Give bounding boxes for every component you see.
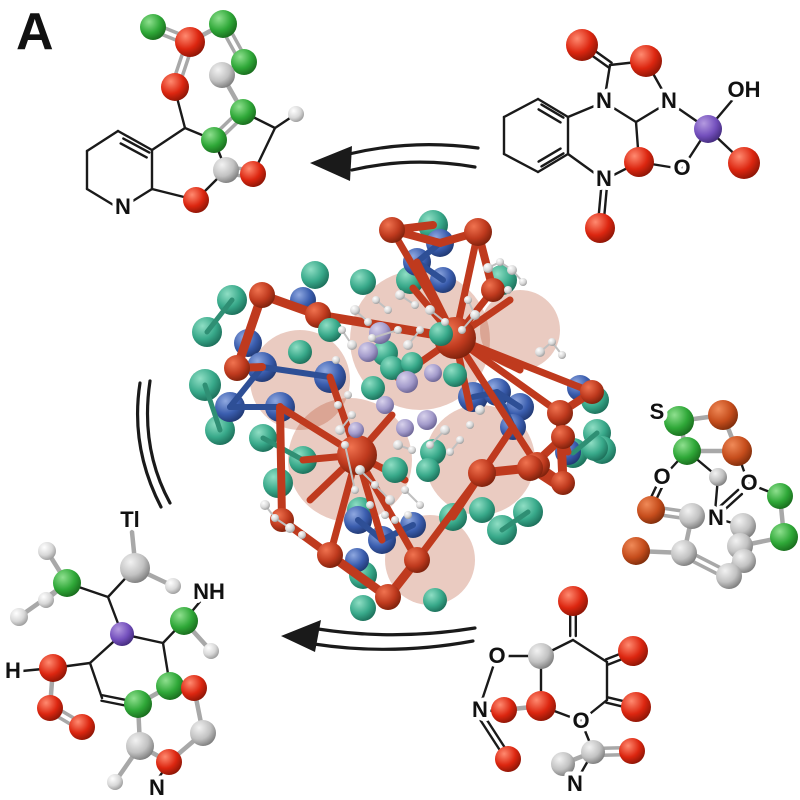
svg-text:N: N: [567, 771, 583, 796]
svg-text:H: H: [5, 658, 21, 683]
svg-text:O: O: [572, 708, 589, 733]
svg-text:Tl: Tl: [120, 507, 140, 532]
svg-text:OH: OH: [728, 77, 761, 102]
svg-text:O: O: [653, 464, 670, 489]
svg-text:N: N: [661, 88, 677, 113]
svg-text:N: N: [596, 166, 612, 191]
svg-text:OH: OH: [728, 77, 761, 102]
svg-text:N: N: [596, 166, 612, 191]
svg-text:N: N: [708, 505, 724, 530]
svg-text:N: N: [708, 505, 724, 530]
svg-text:S: S: [650, 399, 665, 424]
svg-text:O: O: [673, 155, 690, 180]
svg-text:NH: NH: [193, 579, 225, 604]
svg-text:O: O: [653, 464, 670, 489]
svg-text:O: O: [572, 708, 589, 733]
svg-text:Tl: Tl: [120, 507, 140, 532]
central-cluster: [189, 210, 616, 621]
svg-text:N: N: [567, 771, 583, 796]
svg-text:N: N: [149, 775, 165, 800]
svg-text:NH: NH: [193, 579, 225, 604]
svg-text:O: O: [673, 155, 690, 180]
svg-text:O: O: [740, 470, 757, 495]
svg-text:N: N: [596, 88, 612, 113]
svg-text:N: N: [472, 697, 488, 722]
svg-text:N: N: [149, 775, 165, 800]
equilibrium-arrow-bottom: [281, 620, 477, 652]
equilibrium-arrow-top: [310, 143, 480, 181]
svg-text:N: N: [596, 88, 612, 113]
svg-text:O: O: [740, 470, 757, 495]
panel-label: A: [16, 3, 54, 61]
svg-text:H: H: [5, 658, 21, 683]
molecule-top-left: NN: [85, 10, 304, 223]
svg-text:S: S: [650, 399, 665, 424]
svg-text:N: N: [472, 697, 488, 722]
svg-text:N: N: [661, 88, 677, 113]
svg-text:O: O: [488, 643, 505, 668]
svg-text:N: N: [115, 194, 131, 219]
equilibrium-connector-left: [135, 379, 172, 509]
svg-text:N: N: [115, 194, 131, 219]
svg-text:O: O: [488, 643, 505, 668]
